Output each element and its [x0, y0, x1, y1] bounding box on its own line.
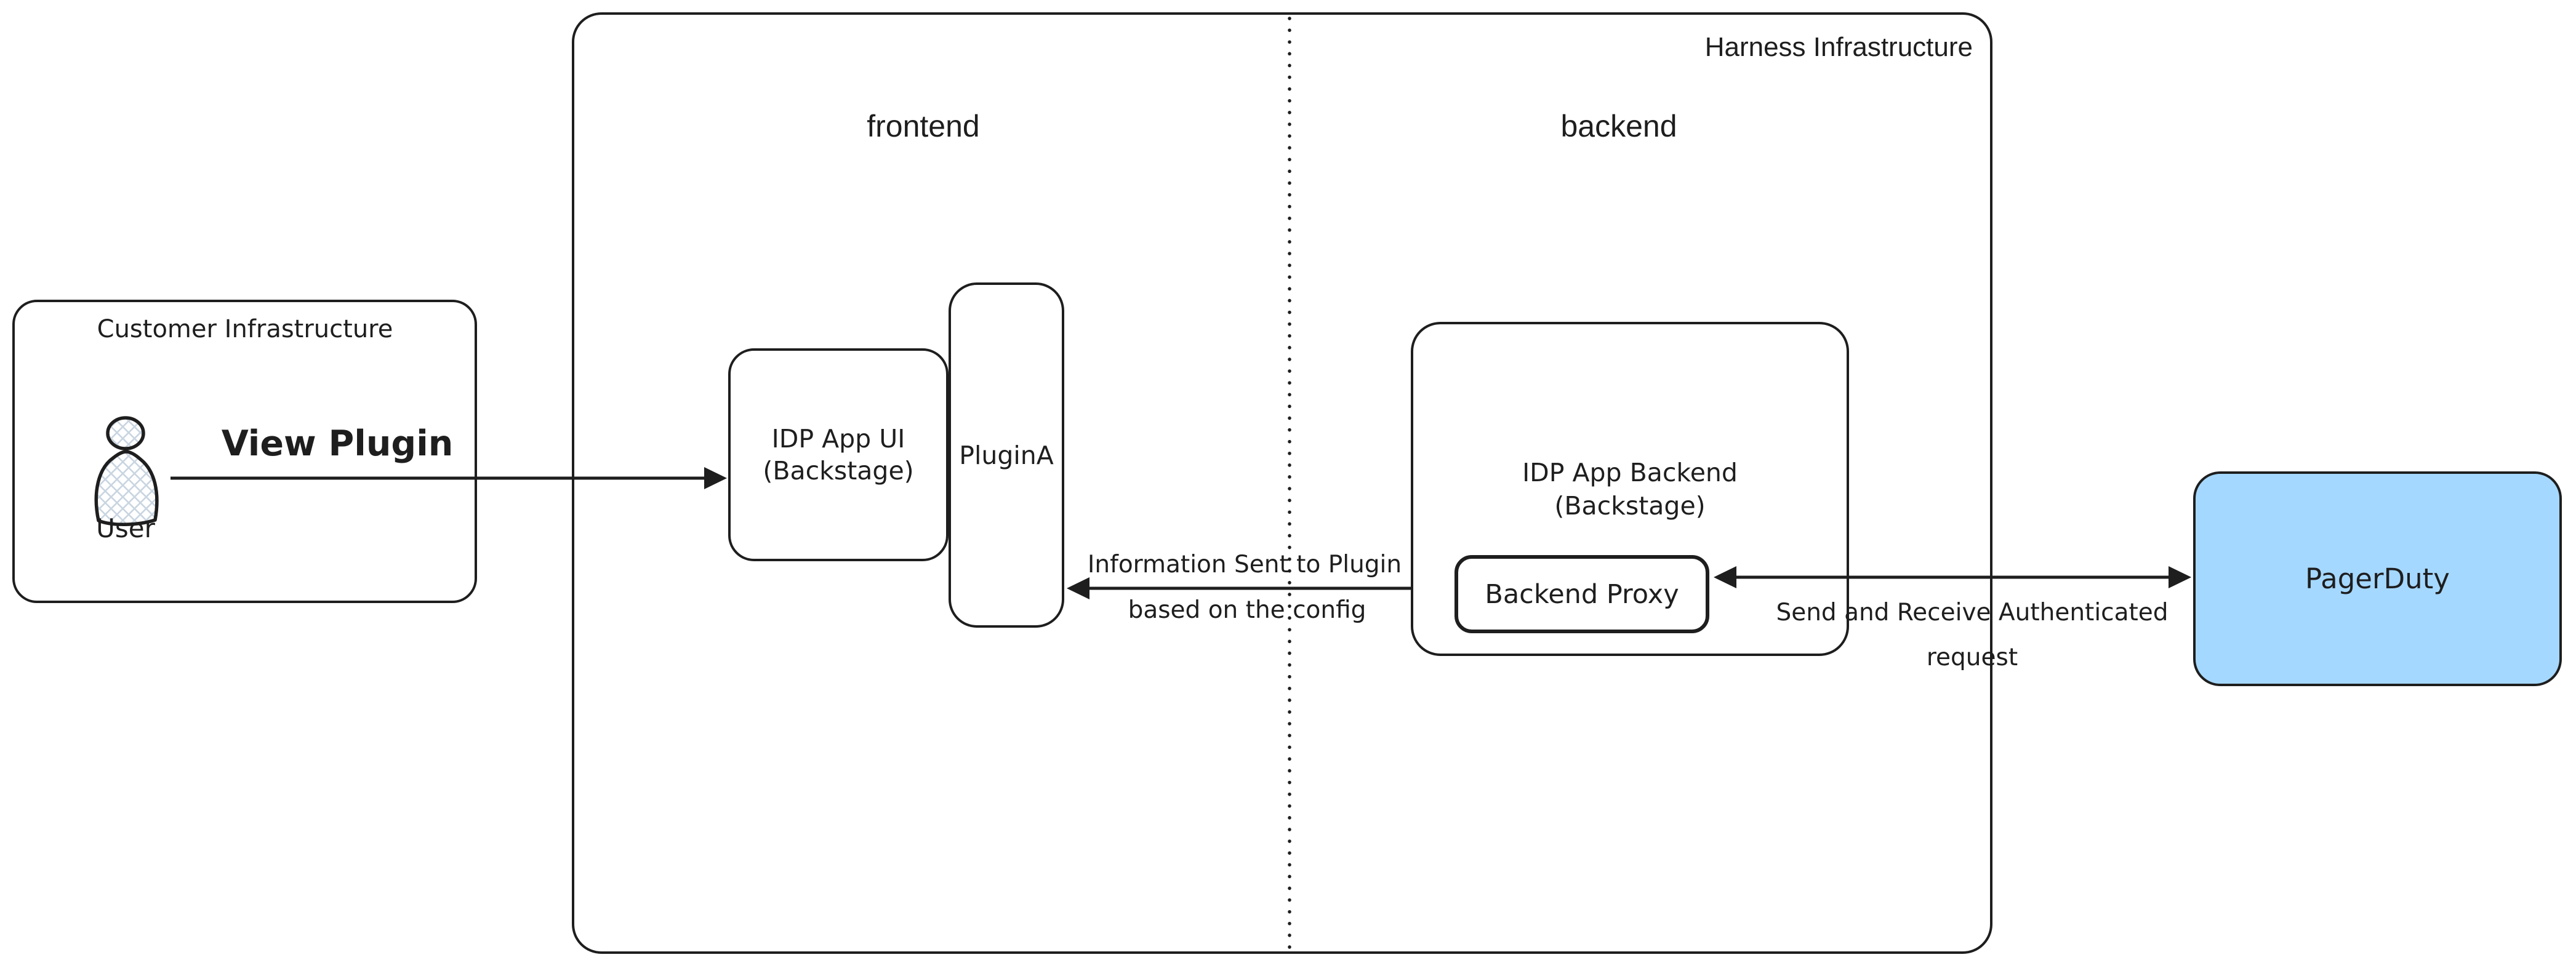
harness-infrastructure-box [572, 12, 1992, 954]
user-label: User [96, 513, 155, 543]
pagerduty-text: PagerDuty [2305, 562, 2450, 595]
pagerduty-box [2193, 471, 2562, 686]
plugin-a-box [949, 282, 1064, 628]
send-receive-arrow-label-line2: request [1926, 644, 2018, 671]
backend-proxy-label: Backend Proxy [1455, 555, 1709, 633]
customer-infrastructure-label: Customer Infrastructure [97, 315, 393, 343]
customer-infrastructure-box [12, 300, 477, 603]
idp-app-backend-box [1411, 322, 1849, 656]
send-receive-arrow-label-line1: Send and Receive Authenticated [1776, 599, 2169, 626]
idp-app-ui-box [728, 348, 949, 561]
pagerduty-label: PagerDuty [2193, 471, 2562, 686]
idp-app-ui-line1: IDP App UI [771, 424, 905, 454]
harness-infrastructure-label: Harness Infrastructure [1704, 32, 1973, 62]
plugin-a-text: PluginA [959, 440, 1054, 470]
plugin-a-label: PluginA [949, 282, 1064, 628]
idp-app-ui-line2: (Backstage) [763, 456, 914, 486]
backend-zone-label: backend [1560, 109, 1677, 143]
idp-app-backend-line1: IDP App Backend [1522, 458, 1738, 487]
idp-app-backend-line2: (Backstage) [1554, 491, 1706, 521]
info-sent-arrow-label-line2: based on the config [1128, 596, 1366, 624]
backend-proxy-box [1455, 555, 1709, 633]
info-sent-arrow-label-line1: Information Sent to Plugin [1087, 551, 1402, 578]
view-plugin-arrow-label: View Plugin [221, 423, 454, 464]
idp-app-backend-label: IDP App Backend (Backstage) [1411, 456, 1849, 522]
frontend-zone-label: frontend [867, 109, 980, 143]
backend-proxy-text: Backend Proxy [1485, 578, 1679, 610]
idp-app-ui-label: IDP App UI (Backstage) [728, 348, 949, 561]
